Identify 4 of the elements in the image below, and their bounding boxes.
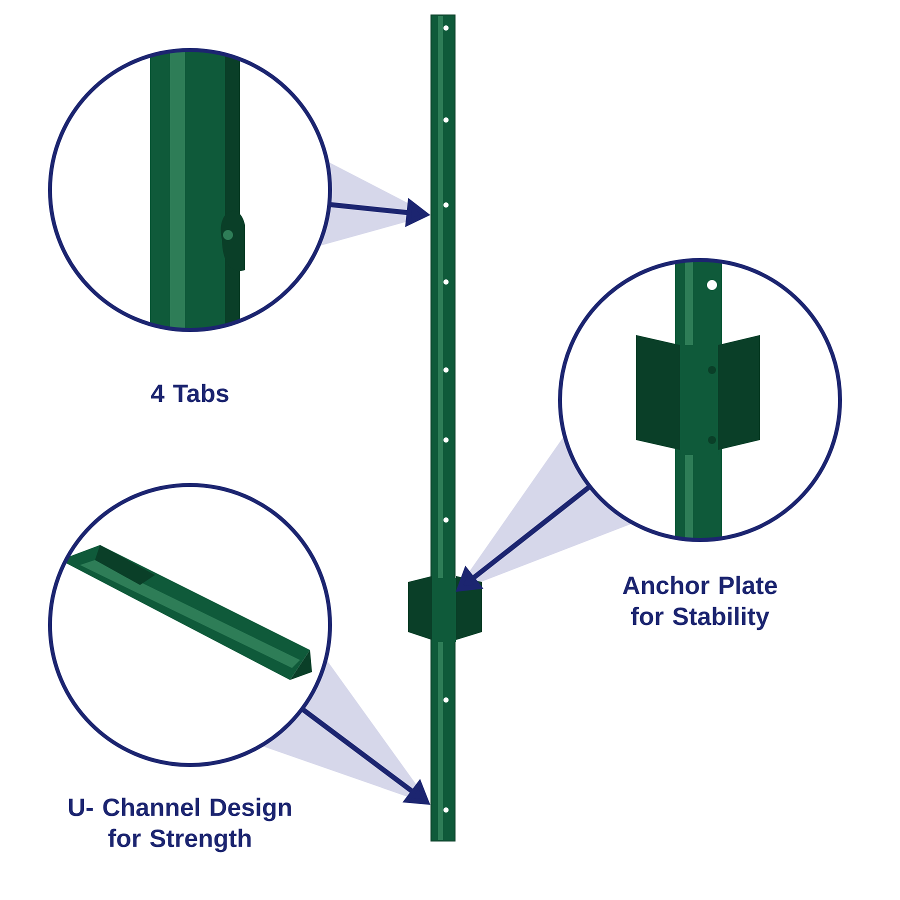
node-label: Anchor Plate for Stability	[622, 576, 777, 630]
node-label: U- Channel Design for Strength	[69, 798, 291, 852]
fence-post-drawing	[408, 14, 482, 842]
node-label: 4 Tabs	[151, 384, 228, 402]
